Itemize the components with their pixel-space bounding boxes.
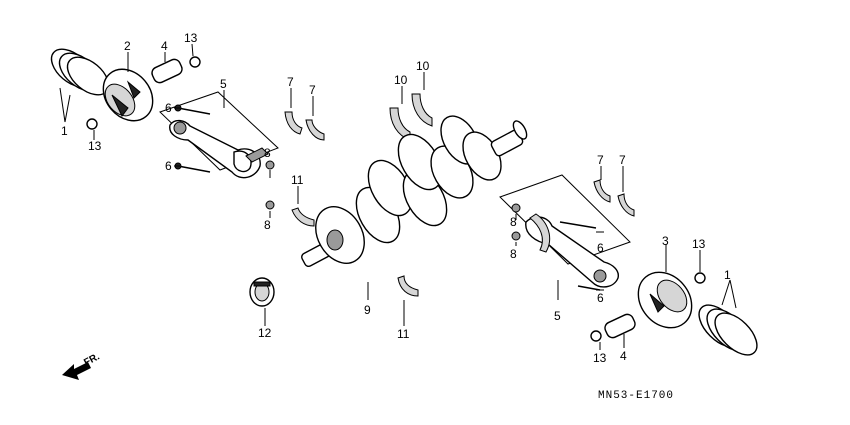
callout-6c: 6 — [597, 241, 604, 255]
callout-11b: 11 — [397, 327, 410, 341]
callout-6a: 6 — [165, 101, 172, 115]
callout-8d: 8 — [510, 247, 517, 261]
front-label: FR. — [82, 351, 102, 368]
callout-4-bottom: 4 — [620, 349, 627, 363]
bearing-11b — [397, 275, 419, 297]
callout-8a: 8 — [264, 146, 271, 160]
piston-right — [637, 271, 693, 329]
drawing-code: MN53-E1700 — [598, 390, 674, 402]
piston-rings-left — [50, 48, 110, 96]
oil-seal — [249, 277, 275, 307]
bearing-10b — [411, 93, 433, 127]
piston-pin-top — [151, 58, 183, 84]
callout-6b: 6 — [165, 159, 172, 173]
bearing-10a — [389, 107, 411, 141]
callout-5-top: 5 — [220, 77, 227, 91]
callout-9: 9 — [364, 303, 371, 317]
callout-4-top: 4 — [161, 39, 168, 53]
bearing-7b — [305, 119, 325, 141]
callout-1-right: 1 — [724, 268, 731, 282]
callout-2: 2 — [124, 39, 131, 53]
crankshaft — [301, 115, 528, 268]
callout-7c: 7 — [597, 153, 604, 167]
callout-7d: 7 — [619, 153, 626, 167]
front-arrow-icon — [62, 362, 91, 380]
bearing-7d — [617, 193, 635, 217]
callout-13-bottom: 13 — [593, 351, 607, 365]
conrod-left — [169, 104, 269, 179]
bearing-7a — [284, 111, 303, 135]
callout-5-bottom: 5 — [554, 309, 561, 323]
callout-13-right: 13 — [692, 237, 706, 251]
callout-8c: 8 — [510, 215, 517, 229]
conrod-nuts-right — [511, 203, 521, 241]
piston-left — [102, 68, 154, 122]
piston-rings-right — [698, 304, 758, 356]
leader-lines — [59, 43, 737, 350]
bearing-11a — [291, 207, 315, 227]
pin-clip-top — [189, 56, 201, 68]
conrod-nuts-left — [265, 160, 275, 210]
callout-8b: 8 — [264, 218, 271, 232]
callout-10a: 10 — [394, 73, 408, 87]
callout-12: 12 — [258, 326, 272, 340]
callout-3: 3 — [662, 234, 669, 248]
piston-pin-bottom — [604, 313, 636, 339]
callout-11a: 11 — [291, 173, 304, 187]
callout-13-left: 13 — [88, 139, 102, 153]
callout-10b: 10 — [416, 59, 430, 73]
callout-6d: 6 — [597, 291, 604, 305]
pin-clip-right — [694, 272, 706, 284]
callout-7a: 7 — [287, 75, 294, 89]
bearing-7c — [593, 179, 611, 203]
callout-1-left: 1 — [61, 124, 68, 138]
callout-7b: 7 — [309, 83, 316, 97]
pin-clip-left — [86, 118, 98, 130]
pin-clip-bottom — [590, 330, 602, 342]
conrod-right — [525, 213, 619, 291]
conrod-box-left — [159, 91, 279, 171]
callout-13-top: 13 — [184, 31, 198, 45]
